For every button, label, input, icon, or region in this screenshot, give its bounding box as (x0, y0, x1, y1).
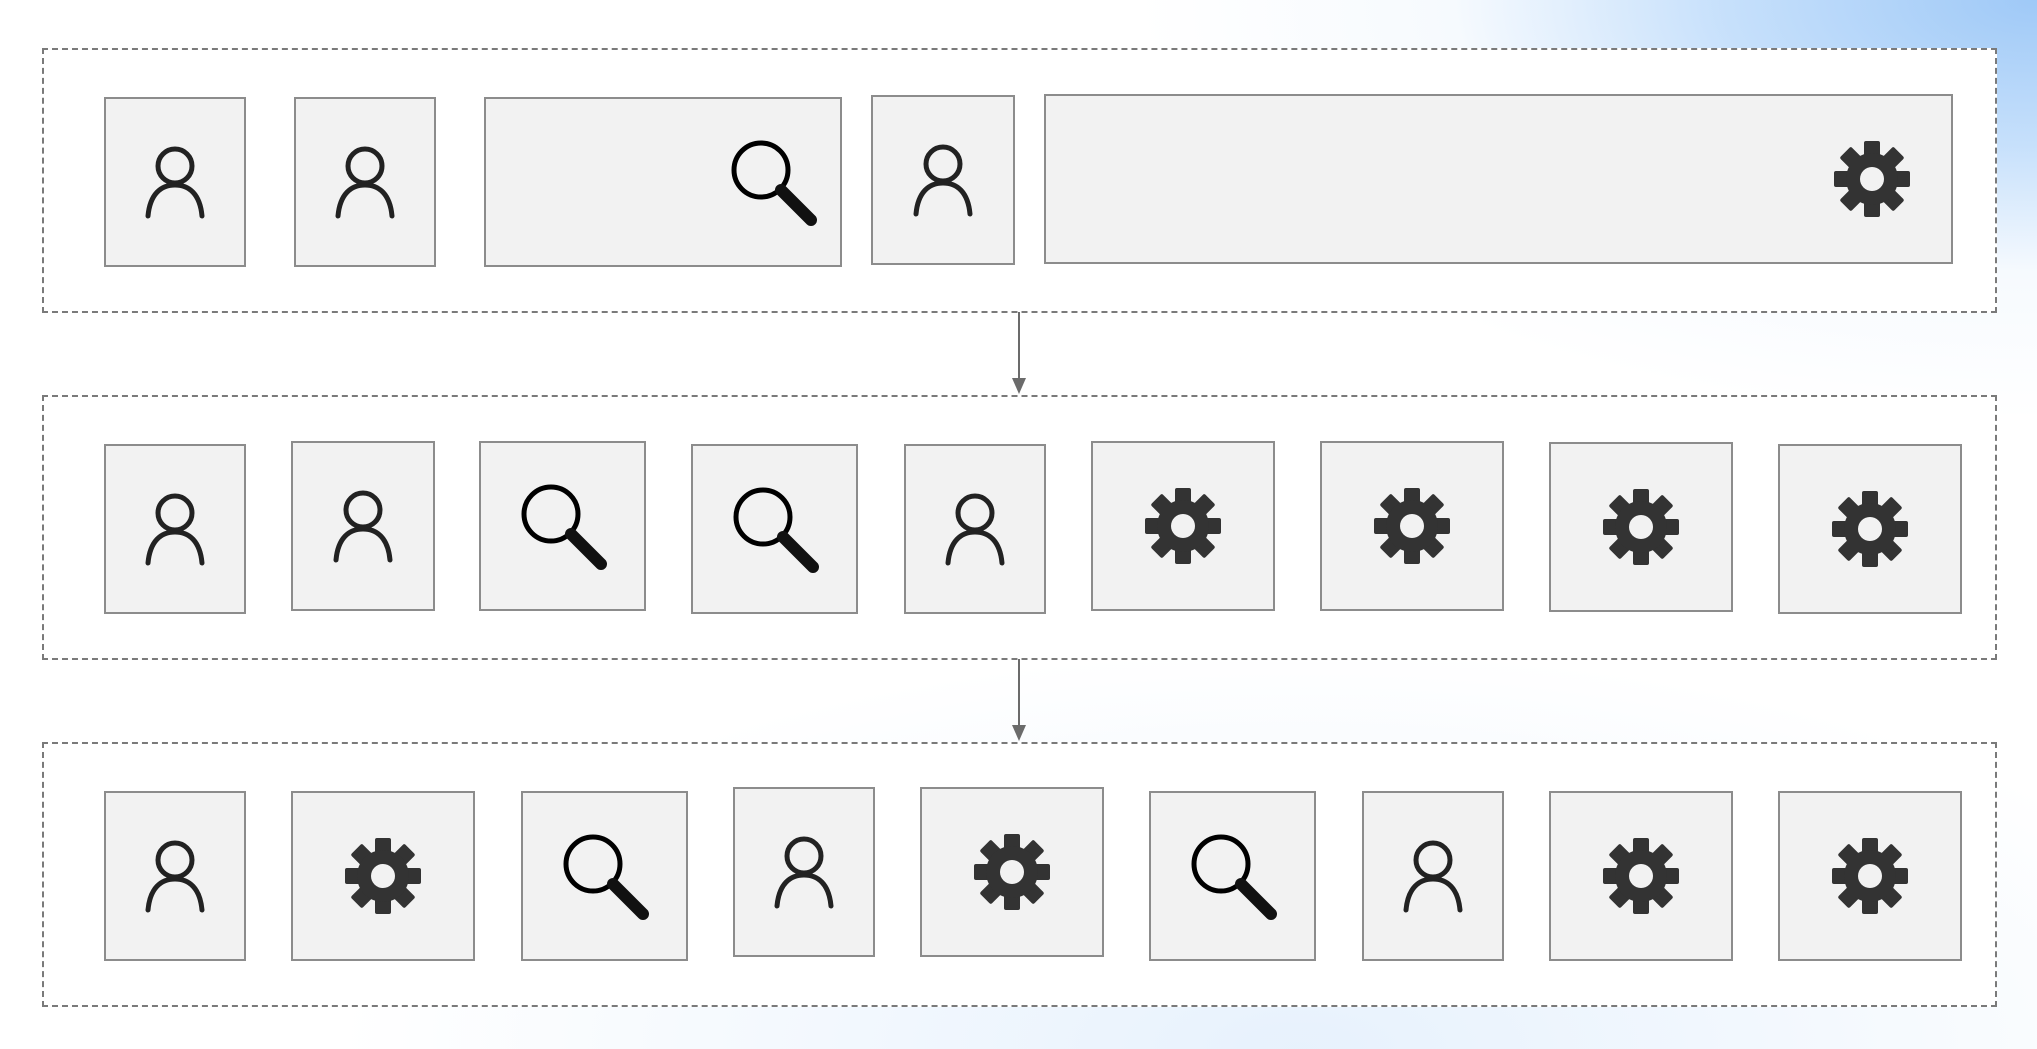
person-icon (911, 142, 975, 218)
person-icon (143, 144, 207, 220)
gear-icon (1601, 836, 1681, 916)
gear-icon (1601, 487, 1681, 567)
row-2-tile-7 (1320, 441, 1504, 611)
gear-icon (343, 836, 423, 916)
connector-arrow-2 (1012, 659, 1026, 741)
row-2-tile-2 (291, 441, 435, 611)
gear-icon (1830, 489, 1910, 569)
connector-arrow-1 (1012, 312, 1026, 394)
search-icon (557, 828, 653, 924)
row-3-tile-3 (521, 791, 688, 961)
row-2-tile-9 (1778, 444, 1962, 614)
search-icon (515, 478, 611, 574)
person-icon (143, 838, 207, 914)
row-3-tile-2 (291, 791, 475, 961)
row-3-tile-5 (920, 787, 1104, 957)
row-2-tile-4 (691, 444, 858, 614)
gear-icon (1143, 486, 1223, 566)
person-icon (1401, 838, 1465, 914)
person-icon (943, 491, 1007, 567)
person-icon (772, 834, 836, 910)
person-icon (143, 491, 207, 567)
gear-icon (972, 832, 1052, 912)
gear-icon (1372, 486, 1452, 566)
person-icon (331, 488, 395, 564)
row-3-tile-1 (104, 791, 246, 961)
row-2-tile-5 (904, 444, 1046, 614)
row-3-tile-9 (1778, 791, 1962, 961)
search-icon (727, 481, 823, 577)
row-3-tile-8 (1549, 791, 1733, 961)
row-3-tile-7 (1362, 791, 1504, 961)
row-1-tile-3 (484, 97, 842, 267)
row-1-tile-5 (1044, 94, 1953, 264)
row-1-tile-2 (294, 97, 436, 267)
row-2-tile-3 (479, 441, 646, 611)
gear-icon (1830, 836, 1910, 916)
gear-icon (1832, 139, 1912, 219)
search-icon (1185, 828, 1281, 924)
search-icon (725, 134, 821, 230)
row-2-tile-6 (1091, 441, 1275, 611)
row-3-tile-4 (733, 787, 875, 957)
row-1-tile-4 (871, 95, 1015, 265)
row-1-tile-1 (104, 97, 246, 267)
row-2-tile-1 (104, 444, 246, 614)
row-2-tile-8 (1549, 442, 1733, 612)
person-icon (333, 144, 397, 220)
row-3-tile-6 (1149, 791, 1316, 961)
